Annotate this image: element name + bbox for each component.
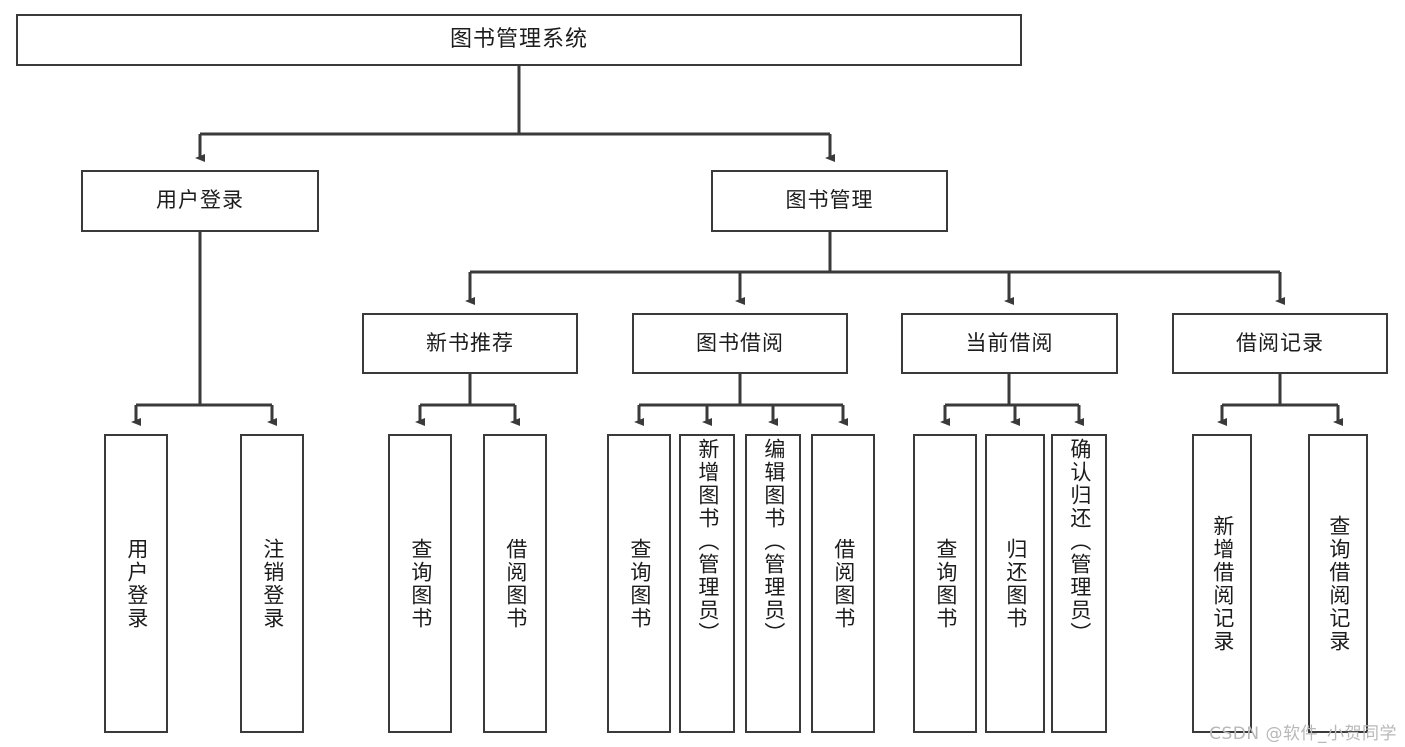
node-leaf-query-borrow-record-label: 查询借阅记录 xyxy=(1326,514,1351,653)
node-leaf-edit-book-admin[interactable]: 编辑图书（管理员） xyxy=(745,434,801,733)
node-leaf-query-book-borrow-label: 查询图书 xyxy=(627,537,652,630)
node-book-borrow-label: 图书借阅 xyxy=(696,330,784,355)
node-leaf-query-book-recommend-label: 查询图书 xyxy=(408,537,433,630)
leaf-inner: 新增图书（管理员） xyxy=(681,434,733,733)
leaf-inner: 确认归还（管理员） xyxy=(1053,434,1105,733)
node-book-borrow[interactable]: 图书借阅 xyxy=(632,313,848,374)
leaf-inner: 借阅图书 xyxy=(813,436,873,731)
leaf-inner: 用户登录 xyxy=(106,436,166,731)
leaf-inner: 查询图书 xyxy=(390,436,450,731)
leaf-inner: 查询借阅记录 xyxy=(1310,436,1366,731)
leaf-inner: 借阅图书 xyxy=(485,436,545,731)
node-borrow-record-label: 借阅记录 xyxy=(1236,330,1324,355)
leaf-inner: 注销登录 xyxy=(242,436,302,731)
node-leaf-logout-label: 注销登录 xyxy=(260,537,285,630)
node-user-login[interactable]: 用户登录 xyxy=(81,170,319,232)
node-leaf-user-login[interactable]: 用户登录 xyxy=(104,434,168,733)
node-leaf-borrow-book[interactable]: 借阅图书 xyxy=(811,434,875,733)
leaf-inner: 新增借阅记录 xyxy=(1194,436,1250,731)
node-leaf-query-book-borrow[interactable]: 查询图书 xyxy=(607,434,671,733)
node-book-management-label: 图书管理 xyxy=(785,188,874,213)
node-root-label: 图书管理系统 xyxy=(449,26,588,52)
node-leaf-return-book-label: 归还图书 xyxy=(1003,537,1028,630)
node-leaf-confirm-return-admin[interactable]: 确认归还（管理员） xyxy=(1051,434,1107,733)
node-leaf-add-book-admin[interactable]: 新增图书（管理员） xyxy=(679,434,735,733)
node-leaf-borrow-book-label: 借阅图书 xyxy=(831,537,856,630)
node-root[interactable]: 图书管理系统 xyxy=(16,14,1022,66)
node-new-book-recommend[interactable]: 新书推荐 xyxy=(362,313,578,374)
node-borrow-record[interactable]: 借阅记录 xyxy=(1172,313,1388,374)
node-current-borrow-label: 当前借阅 xyxy=(965,330,1054,355)
node-leaf-confirm-return-admin-label: 确认归还（管理员） xyxy=(1067,438,1092,645)
node-leaf-borrow-book-recommend-label: 借阅图书 xyxy=(503,537,528,630)
leaf-inner: 编辑图书（管理员） xyxy=(747,434,799,733)
node-user-login-label: 用户登录 xyxy=(156,188,244,213)
node-leaf-query-borrow-record[interactable]: 查询借阅记录 xyxy=(1308,434,1368,733)
leaf-inner: 查询图书 xyxy=(609,436,669,731)
node-leaf-query-book-current-label: 查询图书 xyxy=(933,537,958,630)
node-leaf-add-book-admin-label: 新增图书（管理员） xyxy=(695,438,720,645)
node-new-book-recommend-label: 新书推荐 xyxy=(426,330,514,355)
leaf-inner: 归还图书 xyxy=(987,436,1043,731)
node-leaf-query-book-current[interactable]: 查询图书 xyxy=(913,434,977,733)
node-current-borrow[interactable]: 当前借阅 xyxy=(901,313,1118,374)
node-leaf-add-borrow-record[interactable]: 新增借阅记录 xyxy=(1192,434,1252,733)
node-leaf-query-book-recommend[interactable]: 查询图书 xyxy=(388,434,452,733)
node-leaf-borrow-book-recommend[interactable]: 借阅图书 xyxy=(483,434,547,733)
watermark-text: CSDN @软件_小贺同学 xyxy=(1209,724,1397,744)
node-book-management[interactable]: 图书管理 xyxy=(711,170,948,232)
leaf-inner: 查询图书 xyxy=(915,436,975,731)
node-leaf-logout[interactable]: 注销登录 xyxy=(240,434,304,733)
node-leaf-edit-book-admin-label: 编辑图书（管理员） xyxy=(761,438,786,645)
node-leaf-return-book[interactable]: 归还图书 xyxy=(985,434,1045,733)
node-leaf-user-login-label: 用户登录 xyxy=(124,537,149,630)
node-leaf-add-borrow-record-label: 新增借阅记录 xyxy=(1210,514,1235,653)
